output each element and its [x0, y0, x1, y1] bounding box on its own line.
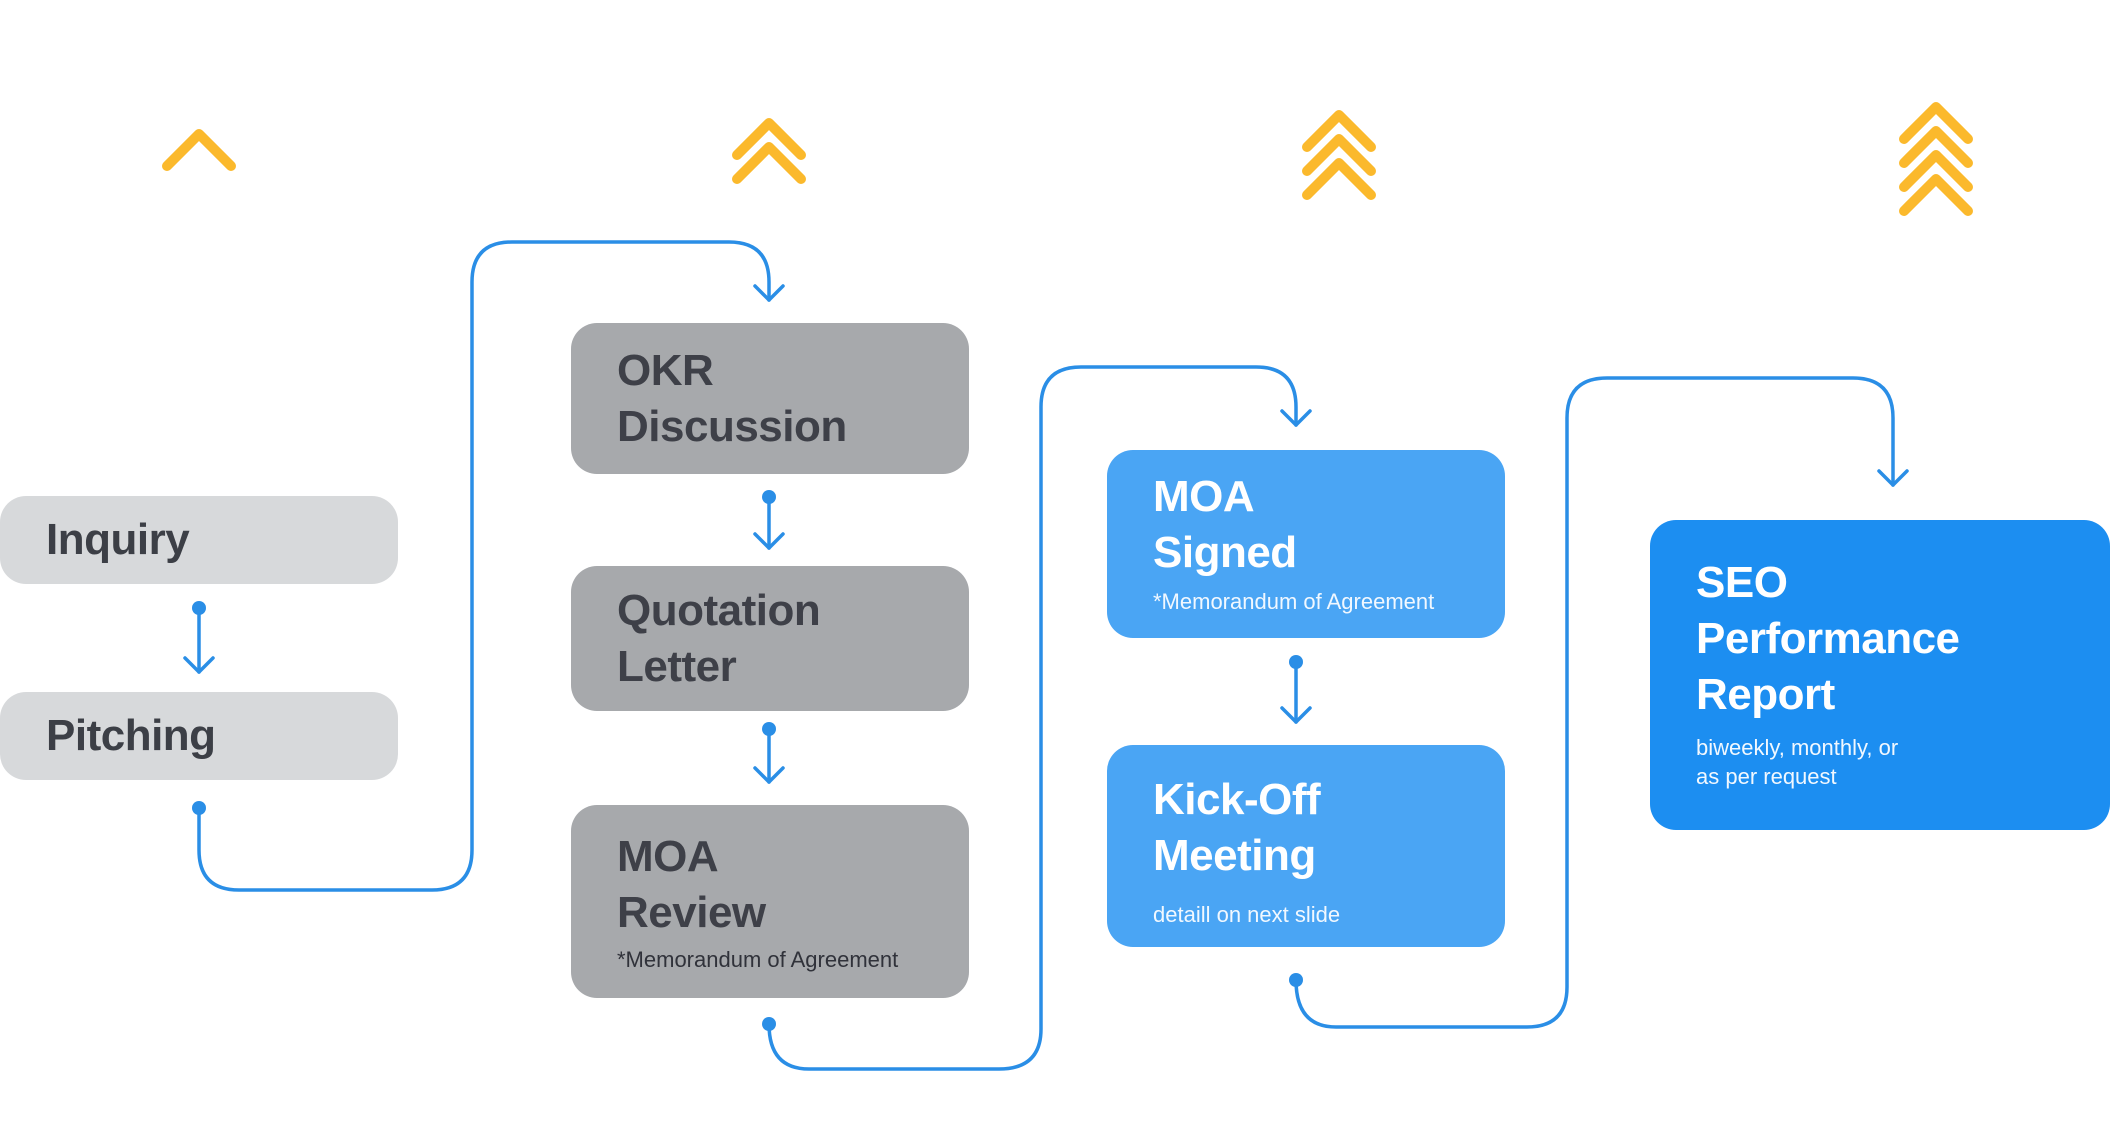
quotation-letter-node: Quotation Letter — [571, 566, 969, 711]
seo-report-title: SEO Performance Report — [1696, 555, 2064, 723]
moa-signed-title-line-1: MOA — [1153, 472, 1255, 521]
chevron-up-icon — [732, 118, 806, 160]
arrow-quotation-moa-review-arrowhead-icon — [753, 766, 785, 784]
seo-note-line-2: as per request — [1696, 764, 1837, 789]
okr-title-line-1: OKR — [617, 346, 714, 395]
seo-note-line-1: biweekly, monthly, or — [1696, 735, 1899, 760]
pitching-title-line: Pitching — [46, 711, 216, 760]
chevron-up-icon — [1899, 174, 1973, 216]
moa-signed-note: *Memorandum of Agreement — [1153, 589, 1435, 614]
flow-connectors — [183, 240, 1909, 1071]
okr-discussion-node: OKR Discussion — [571, 323, 969, 474]
moa-review-title-line-1: MOA — [617, 832, 719, 881]
seo-report-note: biweekly, monthly, or as per request — [1696, 733, 2064, 791]
kickoff-title-line-2: Meeting — [1153, 831, 1316, 880]
inquiry-title-line: Inquiry — [46, 515, 190, 564]
seo-title-line-2: Performance — [1696, 614, 1960, 663]
quotation-letter-title: Quotation Letter — [617, 583, 923, 695]
okr-discussion-title: OKR Discussion — [617, 343, 923, 455]
connector-pitching-okr — [197, 240, 771, 892]
moa-review-title: MOA Review — [617, 829, 923, 941]
chevron-up-icon — [1302, 134, 1376, 176]
moa-signed-node: MOA Signed *Memorandum of Agreement — [1107, 450, 1505, 638]
arrow-okr-quotation-arrowhead-icon — [753, 532, 785, 550]
seo-report-node: SEO Performance Report biweekly, monthly… — [1650, 520, 2110, 830]
connector-pitching-okr-arrowhead-icon — [753, 284, 785, 302]
kickoff-meeting-title: Kick-Off Meeting — [1153, 772, 1459, 884]
pitching-title: Pitching — [46, 692, 352, 780]
chevron-up-icon — [1302, 110, 1376, 152]
chevron-up-icon — [1899, 102, 1973, 144]
inquiry-title: Inquiry — [46, 496, 352, 584]
kickoff-title-line-1: Kick-Off — [1153, 775, 1321, 824]
chevron-up-icon — [1899, 150, 1973, 192]
moa-signed-title-line-2: Signed — [1153, 528, 1297, 577]
connector-review-signed-arrowhead-icon — [1280, 409, 1312, 427]
moa-review-node: MOA Review *Memorandum of Agreement — [571, 805, 969, 998]
inquiry-node: Inquiry — [0, 496, 398, 584]
arrow-moa-signed-kickoff-arrowhead-icon — [1280, 706, 1312, 724]
arrow-inquiry-pitching-arrowhead-icon — [183, 656, 215, 674]
chevron-up-icon — [732, 142, 806, 184]
seo-title-line-1: SEO — [1696, 558, 1788, 607]
pitching-node: Pitching — [0, 692, 398, 780]
chevron-up-icon — [162, 129, 236, 171]
connector-review-signed — [767, 365, 1298, 1071]
quotation-title-line-1: Quotation — [617, 586, 821, 635]
seo-title-line-3: Report — [1696, 670, 1835, 719]
connector-kickoff-seo — [1294, 376, 1895, 1029]
okr-title-line-2: Discussion — [617, 402, 847, 451]
chevron-up-icon — [1899, 126, 1973, 168]
priority-chevrons — [162, 102, 1973, 216]
kickoff-meeting-node: Kick-Off Meeting detaill on next slide — [1107, 745, 1505, 947]
kickoff-note: detaill on next slide — [1153, 902, 1341, 927]
moa-review-title-line-2: Review — [617, 888, 766, 937]
quotation-title-line-2: Letter — [617, 642, 737, 691]
chevron-up-icon — [1302, 158, 1376, 200]
moa-review-note: *Memorandum of Agreement — [617, 947, 899, 972]
connector-kickoff-seo-arrowhead-icon — [1877, 469, 1909, 487]
moa-signed-title: MOA Signed — [1153, 469, 1459, 581]
